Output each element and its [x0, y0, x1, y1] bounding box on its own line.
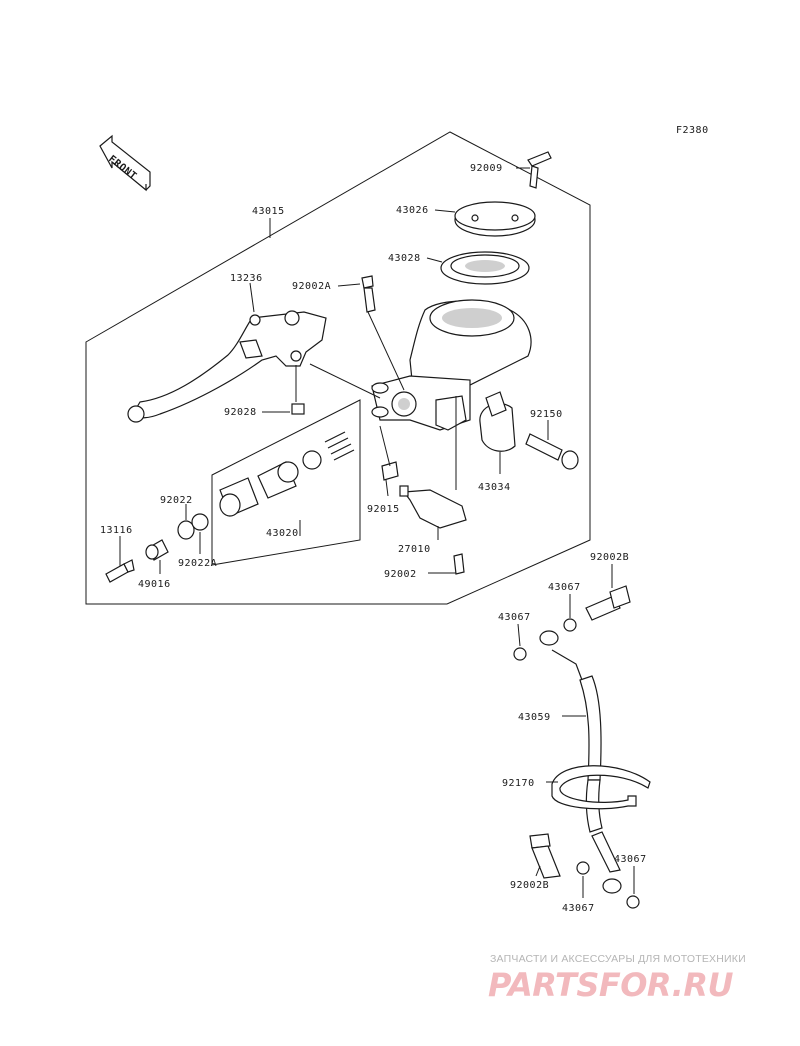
- label-43028: 43028: [388, 253, 421, 264]
- label-92009: 92009: [470, 163, 503, 174]
- reservoir-cap: [454, 201, 536, 237]
- banjo-bolt-bottom: [529, 833, 561, 879]
- clamp-bolt: [525, 433, 579, 470]
- label-43067-c: 43067: [562, 903, 595, 914]
- label-49016: 49016: [138, 579, 171, 590]
- label-43067-a: 43067: [548, 582, 581, 593]
- label-43059: 43059: [518, 712, 551, 723]
- label-43067-d: 43067: [614, 854, 647, 865]
- brake-light-switch: [399, 485, 467, 529]
- front-arrow-icon: FRONT: [99, 134, 151, 192]
- brake-hose: [539, 630, 622, 894]
- piston-kit: [219, 431, 355, 517]
- label-92002: 92002: [384, 569, 417, 580]
- label-27010: 27010: [398, 544, 431, 555]
- label-43034: 43034: [478, 482, 511, 493]
- label-92150: 92150: [530, 409, 563, 420]
- piston-kit-box: [211, 399, 361, 566]
- pivot-bushing: [291, 403, 305, 415]
- washer-d: [626, 895, 640, 909]
- cap-screw: [527, 151, 552, 189]
- label-92015: 92015: [367, 504, 400, 515]
- washer-c: [576, 861, 590, 875]
- label-92002A: 92002A: [292, 281, 331, 292]
- label-92170: 92170: [502, 778, 535, 789]
- washer-a: [563, 618, 577, 632]
- brake-lever: [127, 310, 327, 423]
- figure-code: F2380: [676, 125, 709, 136]
- label-13236: 13236: [230, 273, 263, 284]
- label-92022: 92022: [160, 495, 193, 506]
- bleed-cap: [381, 461, 399, 481]
- label-43067-b: 43067: [498, 612, 531, 623]
- hose-clamp: [551, 765, 651, 810]
- master-cylinder-body: [371, 299, 532, 431]
- handlebar-clamp: [479, 391, 516, 452]
- label-92002B-bottom: 92002B: [510, 880, 549, 891]
- label-43020: 43020: [266, 528, 299, 539]
- label-92002B-top: 92002B: [590, 552, 629, 563]
- label-13116: 13116: [100, 525, 133, 536]
- label-92022A: 92022A: [178, 558, 217, 569]
- assembly-outline: [85, 131, 591, 605]
- label-92028: 92028: [224, 407, 257, 418]
- label-43015: 43015: [252, 206, 285, 217]
- leader-lines: [119, 167, 635, 898]
- diaphragm-plate: [440, 251, 530, 285]
- seal-ring: [177, 520, 195, 540]
- seal-ring-a: [191, 513, 209, 531]
- push-rod: [105, 539, 169, 583]
- washer-b: [513, 647, 527, 661]
- watermark-tagline: ЗАПЧАСТИ И АКСЕССУАРЫ ДЛЯ МОТОТЕХНИКИ: [490, 953, 746, 965]
- switch-screw: [453, 553, 465, 575]
- label-43026: 43026: [396, 205, 429, 216]
- watermark-logo: PARTSFOR.RU: [488, 966, 733, 1004]
- bleeder-screw: [361, 275, 376, 313]
- banjo-bolt-top: [585, 585, 631, 621]
